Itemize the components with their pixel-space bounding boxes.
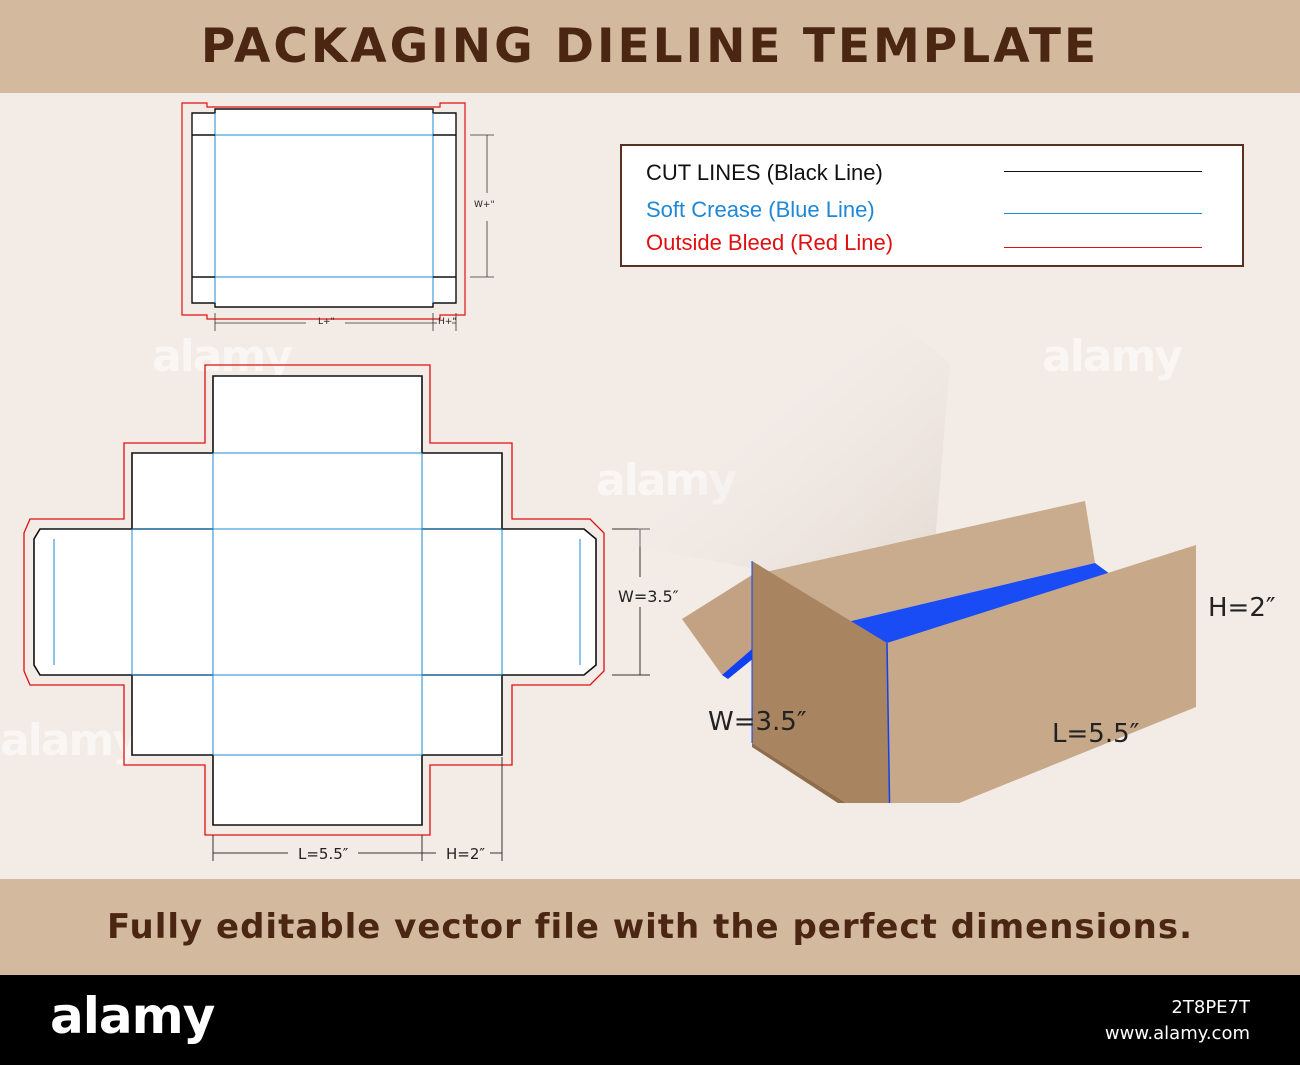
large-height-label: H=2″ (446, 845, 485, 863)
watermark: alamy (0, 715, 141, 766)
watermark: alamy (1042, 331, 1183, 382)
large-length-label: L=5.5″ (298, 845, 349, 863)
small-dieline (181, 102, 494, 331)
small-width-label: W+" (474, 200, 495, 210)
box-lid-front (682, 575, 759, 675)
small-bleed-line (181, 102, 466, 320)
tagline-banner: Fully editable vector file with the perf… (0, 879, 1300, 975)
legend-crease-line (1004, 213, 1202, 214)
legend-bleed-line (1004, 247, 1202, 248)
box-lid-inner (722, 643, 760, 679)
legend-cut-line (1004, 171, 1202, 172)
box-length-label: L=5.5″ (1052, 719, 1140, 749)
box-height-label: H=2″ (1208, 593, 1276, 623)
template-canvas: alamy alamy alamy alamy alamy (0, 93, 1300, 879)
light-beam (620, 323, 950, 603)
legend-cut-label: CUT LINES (Black Line) (646, 160, 883, 185)
line-legend: CUT LINES (Black Line) Soft Crease (Blue… (620, 144, 1244, 267)
page-title: PACKAGING DIELINE TEMPLATE (200, 19, 1100, 74)
small-height-label: H+" (438, 317, 457, 327)
footer-brand-logo: alamy (50, 987, 215, 1045)
large-crease-lines (53, 452, 581, 756)
large-width-label: W=3.5″ (618, 587, 679, 606)
box-front-left (752, 561, 890, 803)
box-front-right (887, 545, 1196, 803)
box-width-label: W=3.5″ (708, 707, 807, 737)
box-3d-illustration (620, 323, 1196, 803)
small-dimension-lines (214, 134, 494, 331)
small-length-label: L+" (318, 317, 335, 327)
large-dieline (23, 364, 650, 861)
legend-crease-label: Soft Crease (Blue Line) (646, 197, 875, 222)
footer-bar: alamy 2T8PE7T www.alamy.com (0, 975, 1300, 1065)
watermark: alamy (152, 331, 293, 382)
large-bleed-line (23, 364, 605, 836)
footer-site: www.alamy.com (1104, 1023, 1250, 1044)
header-banner: PACKAGING DIELINE TEMPLATE (0, 0, 1300, 93)
small-crease-lines (214, 113, 434, 303)
tagline-text: Fully editable vector file with the perf… (106, 907, 1194, 947)
box-lid-top (752, 501, 1095, 643)
footer-image-info: 2T8PE7T www.alamy.com (1105, 995, 1250, 1047)
legend-bleed-label: Outside Bleed (Red Line) (646, 230, 894, 255)
footer-image-id: 2T8PE7T (1171, 997, 1250, 1018)
